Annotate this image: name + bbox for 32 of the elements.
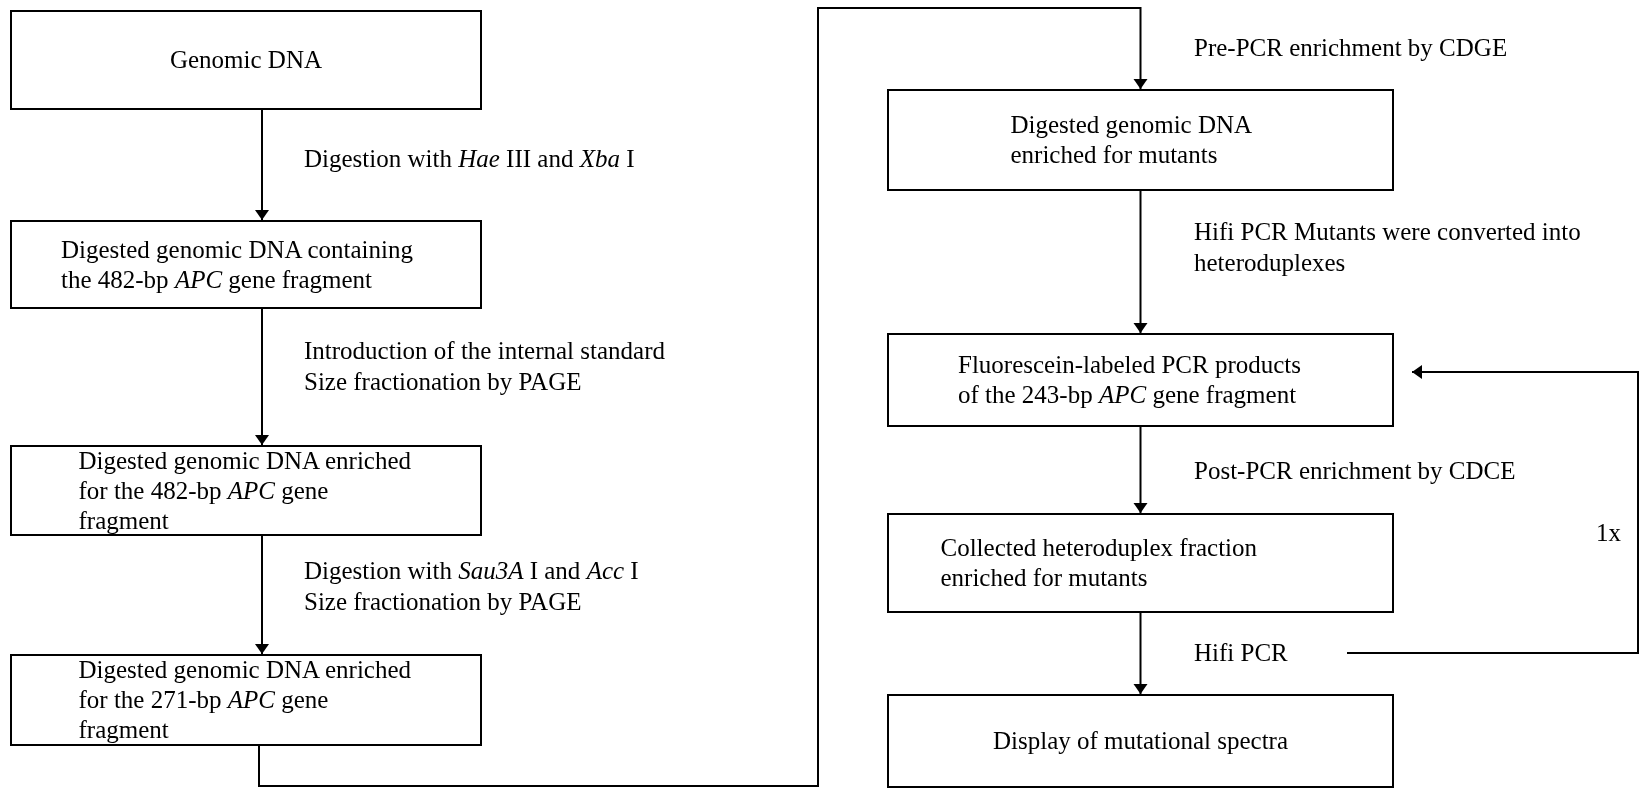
edge-label: 1x xyxy=(1596,518,1622,548)
box-text: Display of mutational spectra xyxy=(991,726,1290,756)
edge-label: Post-PCR enrichment by CDCE xyxy=(1194,456,1517,486)
box-text: Digested genomic DNA enriched for mutants xyxy=(1010,110,1253,170)
box-text: Digested genomic DNA enriched for the 271-bp APC gene fragment xyxy=(78,655,413,745)
box-text: Fluorescein-labeled PCR products of the 243-bp APC gene fragment xyxy=(958,350,1302,410)
process-box xyxy=(10,654,482,746)
box-text: Genomic DNA xyxy=(168,45,324,75)
arrow xyxy=(258,7,1148,787)
process-box xyxy=(887,89,1394,191)
process-box xyxy=(887,513,1394,613)
arrow xyxy=(1346,365,1639,654)
arrow xyxy=(255,308,269,446)
process-box xyxy=(887,694,1394,788)
box-text: Collected heteroduplex fraction enriched for mutants xyxy=(940,533,1259,593)
arrow xyxy=(255,109,269,221)
arrow xyxy=(1133,426,1148,514)
process-box xyxy=(887,333,1394,427)
process-box xyxy=(10,10,482,110)
edge-label: Pre-PCR enrichment by CDGE xyxy=(1194,33,1509,63)
edge-label: Digestion with Hae III and Xba I xyxy=(304,144,636,174)
process-box xyxy=(10,220,482,309)
arrow xyxy=(255,535,269,655)
box-text: Digested genomic DNA containing the 482-bp APC gene fragment xyxy=(61,234,414,295)
arrow xyxy=(1133,190,1148,334)
box-text: Digested genomic DNA enriched for the 482-bp APC gene fragment xyxy=(78,445,413,536)
process-box xyxy=(10,445,482,536)
edge-label: Digestion with Sau3A I and Acc I Size fractionation by PAGE xyxy=(304,556,640,617)
arrow xyxy=(1133,612,1148,695)
step-label: Hifi PCR xyxy=(1194,636,1347,670)
edge-label: Introduction of the internal standard Size fractionation by PAGE xyxy=(304,336,666,397)
edge-label: Hifi PCR Mutants were converted into heteroduplexes xyxy=(1194,217,1582,278)
